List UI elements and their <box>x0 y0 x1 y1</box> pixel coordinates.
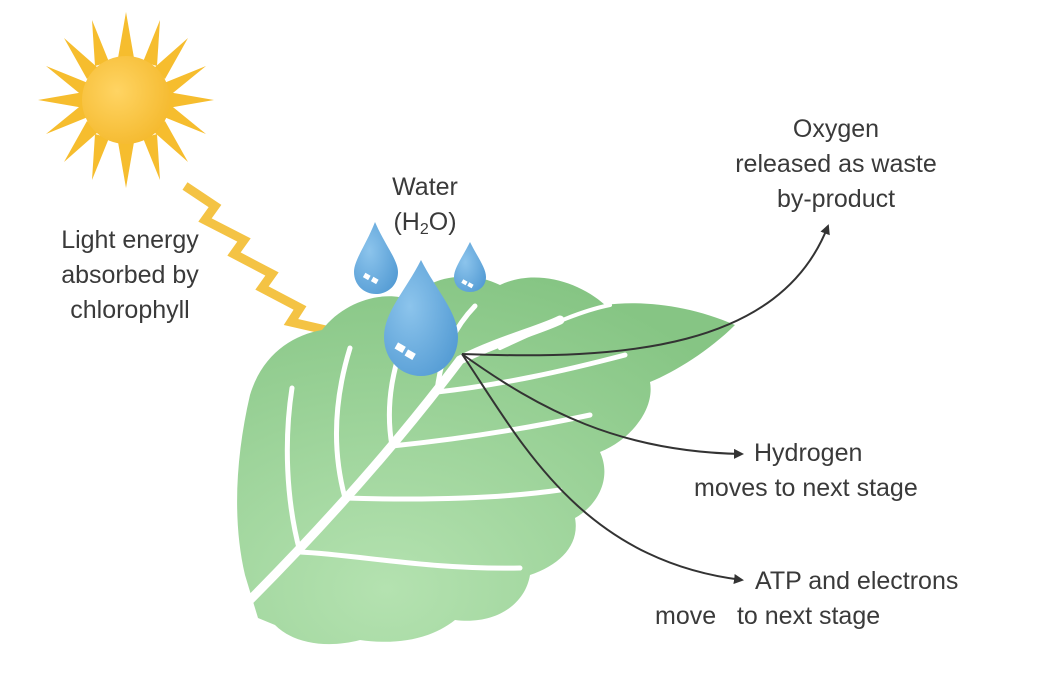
output-arrows <box>461 224 830 584</box>
water-drop-icon <box>454 242 486 292</box>
hydrogen-label: Hydrogen moves to next stage <box>694 439 918 502</box>
water-drop-icon <box>384 260 458 376</box>
oxygen-label: Oxygen released as waste by-product <box>735 115 937 213</box>
hydrogen-arrow <box>461 353 744 459</box>
leaf-icon <box>235 276 736 645</box>
water-label: Water (H2O) <box>392 173 458 238</box>
atp-label: ATP and electrons move to next stage <box>655 567 959 630</box>
light-energy-label: Light energy absorbed by chlorophyll <box>61 226 199 324</box>
water-drop-icon <box>354 222 398 294</box>
oxygen-arrow <box>461 224 830 357</box>
sun-icon <box>38 12 214 188</box>
atp-arrow <box>461 353 744 584</box>
